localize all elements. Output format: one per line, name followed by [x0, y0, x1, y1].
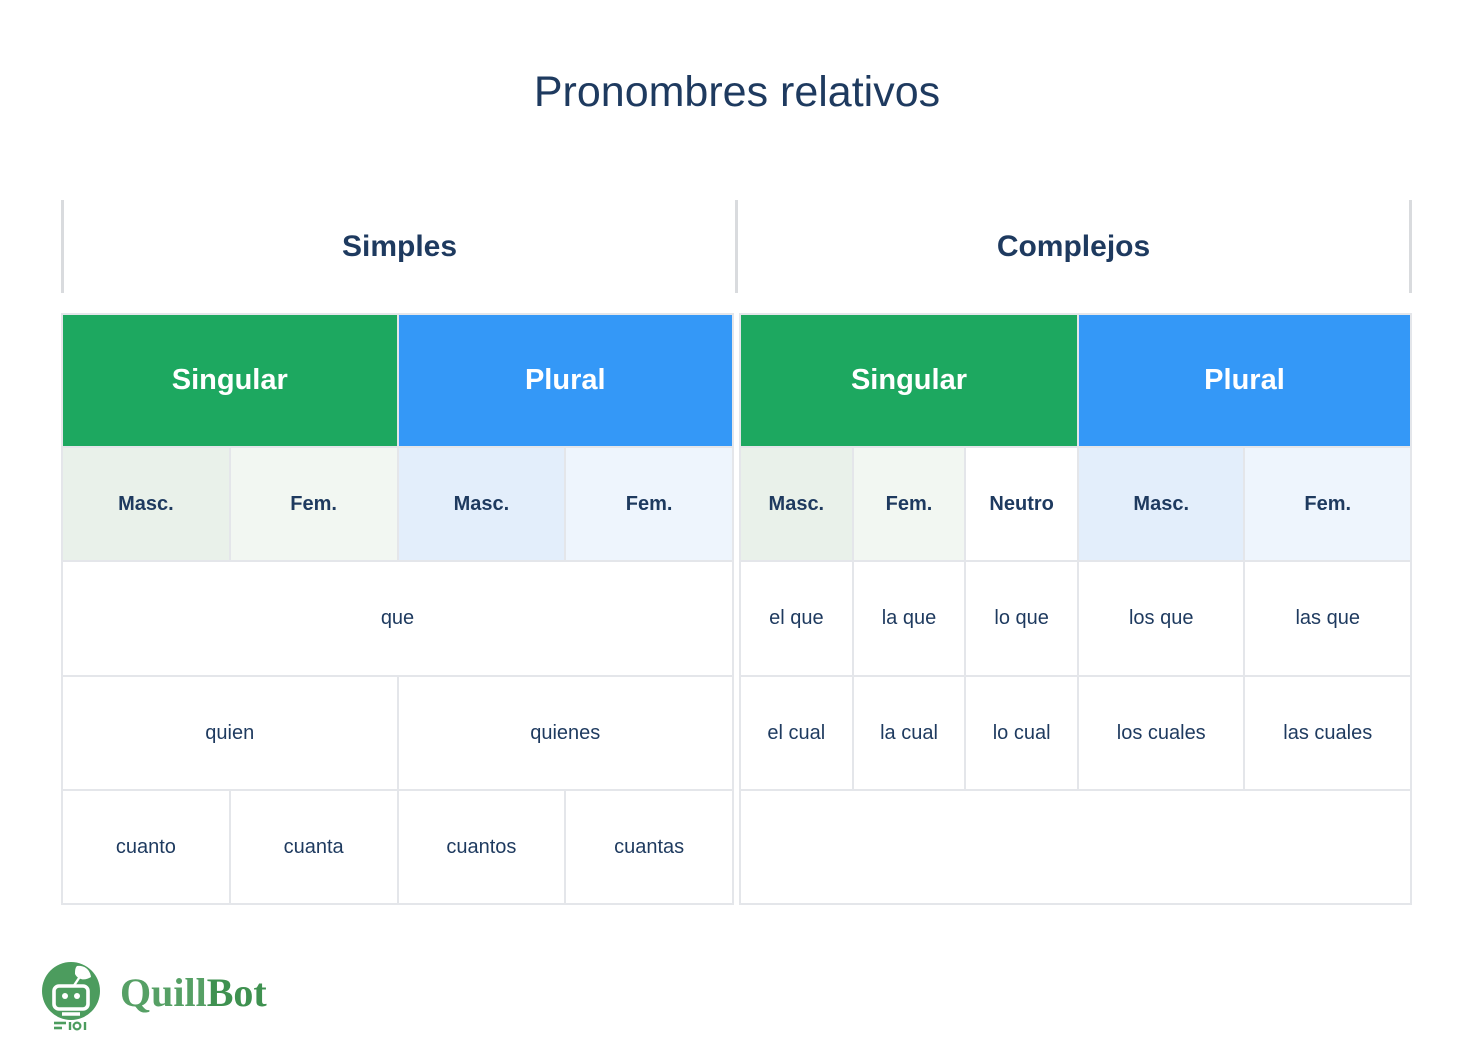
cell-los-cuales: los cuales	[1078, 677, 1244, 789]
cell-cuanta: cuanta	[230, 791, 397, 903]
complejos-singular-masc-header: Masc.	[741, 448, 852, 560]
quillbot-robot-icon	[40, 960, 106, 1032]
complejos-plural-masc-header: Masc.	[1078, 448, 1244, 560]
complejos-singular-fem-header: Fem.	[853, 448, 965, 560]
cell-el-que: el que	[741, 562, 852, 675]
cell-las-que: las que	[1245, 562, 1410, 675]
pronoun-table: Singular Plural Masc. Fem. Masc. Fem. qu…	[61, 313, 1412, 905]
simples-table: Singular Plural Masc. Fem. Masc. Fem. qu…	[61, 313, 734, 905]
cell-la-que: la que	[853, 562, 965, 675]
quillbot-logo: QuillBot	[40, 960, 267, 1032]
cell-complejos-empty	[741, 791, 1410, 903]
complejos-singular-neutro-header: Neutro	[966, 448, 1077, 560]
wordmark-bot: Bot	[206, 970, 267, 1015]
wordmark-quill: Quill	[120, 970, 207, 1015]
cell-lo-cual: lo cual	[966, 677, 1077, 789]
complejos-plural-header: Plural	[1078, 315, 1410, 446]
quillbot-wordmark: QuillBot	[120, 973, 267, 1019]
cell-el-cual: el cual	[741, 677, 852, 789]
complejos-table: Singular Plural Masc. Fem. Neutro Masc. …	[739, 313, 1412, 905]
complejos-plural-fem-header: Fem.	[1245, 448, 1410, 560]
cell-cuantas: cuantas	[566, 791, 732, 903]
cell-los-que: los que	[1078, 562, 1244, 675]
simples-plural-header: Plural	[398, 315, 732, 446]
group-header-band: Simples Complejos	[61, 200, 1412, 293]
cell-quien: quien	[63, 677, 397, 789]
simples-plural-masc-header: Masc.	[398, 448, 565, 560]
cell-quienes: quienes	[398, 677, 732, 789]
complejos-singular-header: Singular	[741, 315, 1077, 446]
group-label-complejos: Complejos	[996, 229, 1151, 263]
cell-cuantos: cuantos	[398, 791, 565, 903]
group-label-simples: Simples	[64, 200, 738, 293]
simples-singular-fem-header: Fem.	[230, 448, 397, 560]
cell-la-cual: la cual	[853, 677, 965, 789]
simples-singular-header: Singular	[63, 315, 397, 446]
cell-que: que	[63, 562, 732, 675]
cell-cuanto: cuanto	[63, 791, 229, 903]
page-title: Pronombres relativos	[533, 68, 941, 116]
simples-plural-fem-header: Fem.	[566, 448, 732, 560]
cell-las-cuales: las cuales	[1245, 677, 1410, 789]
simples-singular-masc-header: Masc.	[63, 448, 229, 560]
cell-lo-que: lo que	[966, 562, 1077, 675]
